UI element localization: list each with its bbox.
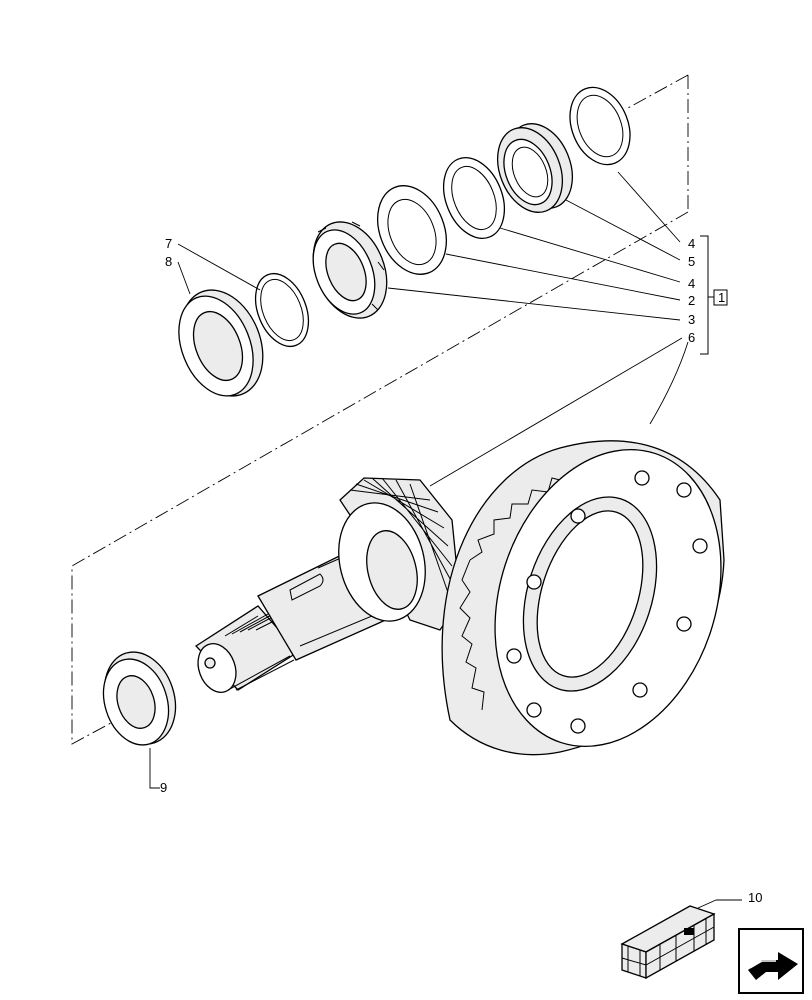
callout-3: 3 [688, 312, 695, 327]
part-4-shim-inner [442, 157, 506, 239]
part-4-shim-outer [569, 86, 631, 166]
callout-10: 10 [748, 890, 762, 905]
part-3-slotted-nut [312, 221, 388, 319]
next-page-button[interactable] [738, 928, 804, 994]
crate-icon [620, 905, 716, 980]
leader-lines [149, 171, 742, 909]
callout-kit: 1 [718, 290, 725, 305]
callout-4-lower: 4 [688, 276, 695, 291]
callout-8: 8 [165, 254, 172, 269]
callout-6: 6 [688, 330, 695, 345]
pinion-shaft [194, 477, 461, 693]
part-6-ring-gear [441, 440, 725, 756]
callout-7: 7 [165, 236, 172, 251]
callout-4-upper: 4 [688, 236, 695, 251]
kit-bracket [700, 235, 714, 355]
part-8-bearing [178, 289, 264, 397]
part-2-lock-washer [377, 185, 447, 275]
part-7-shim [254, 272, 310, 348]
callout-2: 2 [688, 293, 695, 308]
kit-reference-box [713, 289, 728, 306]
next-arrow-icon [748, 952, 798, 980]
part-9-thrust-washer [102, 651, 177, 746]
callout-9: 9 [160, 780, 167, 795]
callout-5: 5 [688, 254, 695, 269]
part-5-bearing [497, 123, 573, 213]
